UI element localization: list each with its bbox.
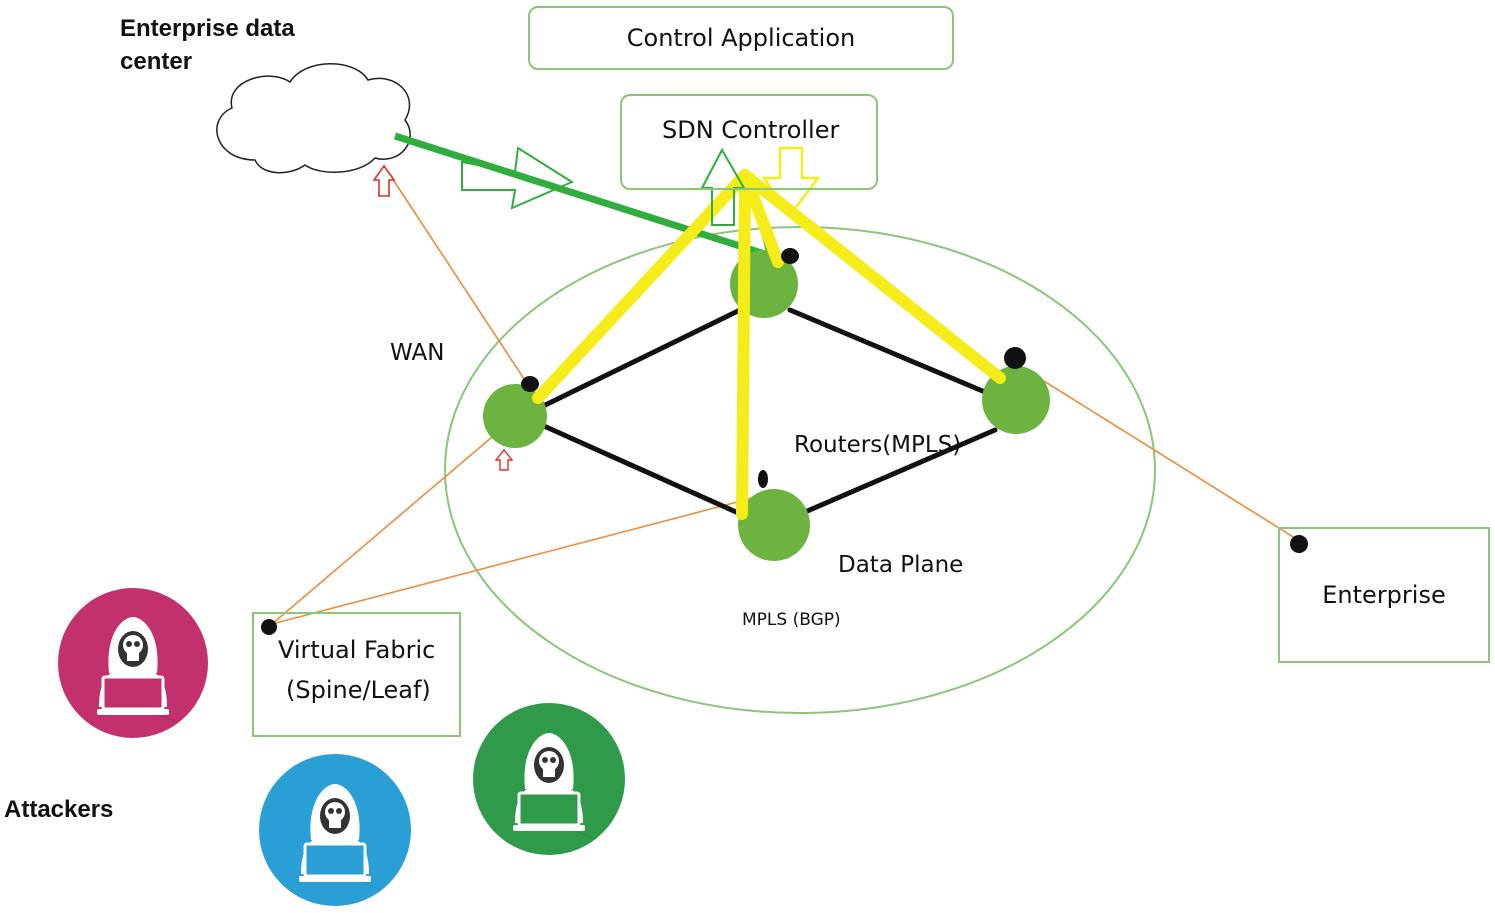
- laptop-base: [97, 709, 169, 715]
- router-bottom: [738, 489, 810, 561]
- routers-label: Routers(MPLS): [794, 432, 962, 458]
- connection-dots: [261, 248, 1308, 635]
- yellow-to-wan: [532, 169, 751, 404]
- link-right-router-to-enterprise: [1019, 365, 1299, 541]
- sdn-controller-label: SDN Controller: [662, 116, 840, 144]
- red-arrow-wan-icon: [494, 448, 514, 471]
- laptop-icon: [303, 842, 367, 878]
- enterprise-data-center-label: Enterprise data center: [120, 12, 295, 78]
- link-wan-bottom: [532, 419, 748, 519]
- link-bottom-right: [802, 427, 998, 515]
- orange-links: [271, 177, 1299, 625]
- cloud-icon: [216, 63, 411, 174]
- data-plane-ellipse: [444, 226, 1156, 714]
- sdn-controller-box: SDN Controller: [620, 94, 878, 190]
- enterprise-dc-line1: Enterprise data: [120, 15, 295, 42]
- skull-eye-left: [328, 808, 334, 814]
- laptop-icon: [101, 675, 165, 711]
- attacker-green: [473, 703, 625, 855]
- laptop-base: [513, 825, 585, 831]
- link-top-right: [787, 307, 995, 398]
- wan-label: WAN: [390, 340, 445, 366]
- link-vf-to-wan: [271, 419, 513, 625]
- skull-eye-right: [134, 641, 140, 647]
- virtual-fabric-label-line1: Virtual Fabric: [278, 636, 436, 664]
- skull-eye-left: [542, 757, 548, 763]
- skull-jaw: [543, 769, 555, 777]
- control-application-label: Control Application: [626, 24, 856, 52]
- skull-eye-left: [126, 641, 132, 647]
- skull-jaw: [127, 653, 139, 661]
- attackers-label: Attackers: [4, 796, 114, 823]
- virtual-fabric-box: Virtual Fabric (Spine/Leaf): [252, 612, 461, 737]
- laptop-base: [299, 876, 371, 882]
- yellow-links: [532, 169, 1006, 520]
- yellow-to-bottom: [736, 169, 751, 520]
- control-application-box: Control Application: [528, 6, 954, 70]
- router-wan: [483, 384, 547, 448]
- mpls-bgp-label: MPLS (BGP): [742, 610, 841, 630]
- data-plane-label: Data Plane: [838, 552, 964, 578]
- routers: [483, 250, 1050, 561]
- red-arrow-cloud-icon: [372, 164, 396, 197]
- link-vf-to-bottom-router: [271, 495, 761, 625]
- virtual-fabric-label-line2: (Spine/Leaf): [286, 676, 431, 704]
- skull-jaw: [329, 820, 341, 828]
- mpls-links: [532, 307, 998, 519]
- link-wan-top: [532, 307, 743, 413]
- down-arrow-icon: [761, 146, 821, 218]
- skull-icon: [539, 751, 559, 771]
- skull-eye-right: [550, 757, 556, 763]
- laptop-icon: [517, 791, 581, 827]
- attacker-blue: [259, 754, 411, 906]
- skull-icon: [123, 635, 143, 655]
- attacker-magenta: [58, 588, 208, 738]
- enterprise-label: Enterprise: [1322, 581, 1446, 609]
- link-wan-to-cloud: [391, 177, 531, 389]
- skull-icon: [325, 802, 345, 822]
- enterprise-box: Enterprise: [1278, 527, 1490, 663]
- skull-eye-right: [336, 808, 342, 814]
- enterprise-dc-line2: center: [120, 48, 193, 75]
- green-arrow-icon: [461, 146, 575, 210]
- yellow-to-right: [739, 169, 1006, 384]
